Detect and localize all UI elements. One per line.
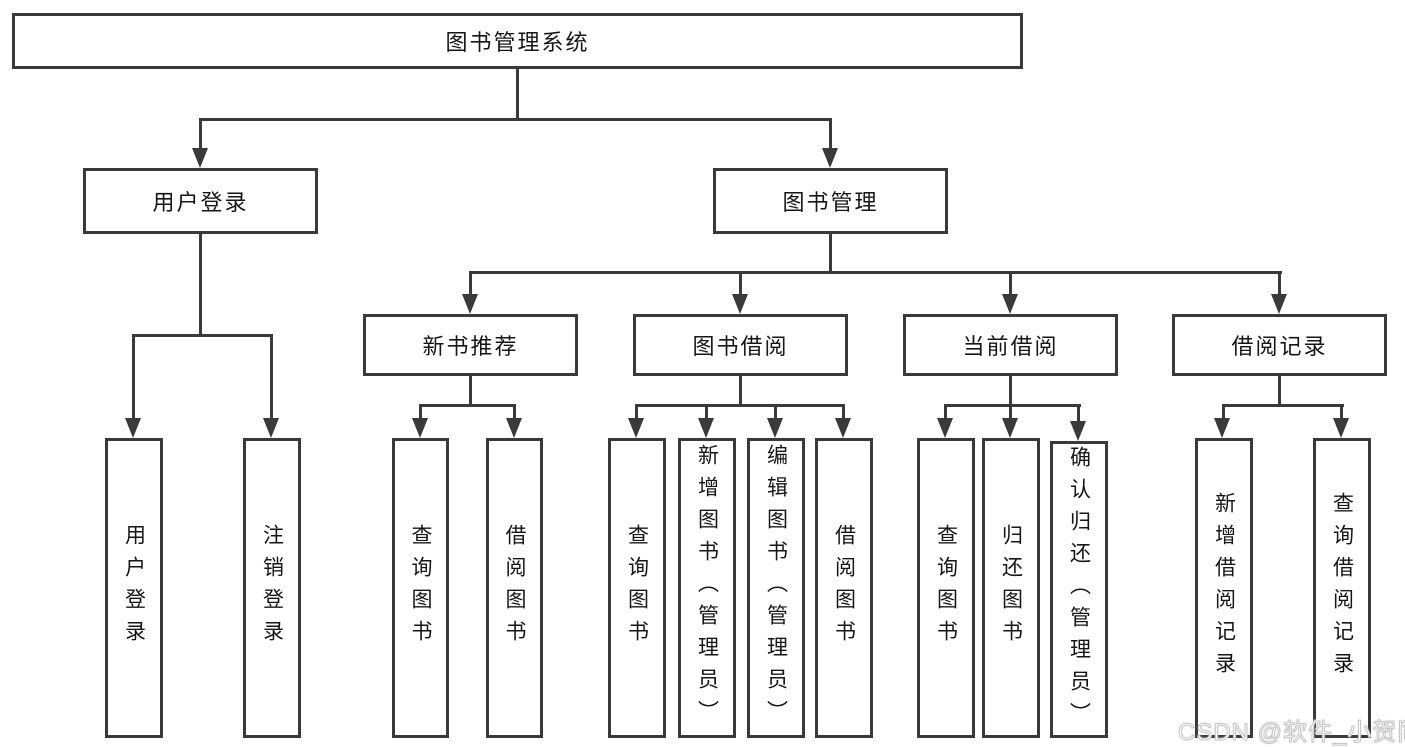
arrow-down-icon [767,418,783,438]
node-leaf-edit-books-admin: 编辑图书（管理员） [747,438,805,738]
arrow-down-icon [506,418,522,438]
connector-line [132,334,135,421]
node-leaf-query-books-borrow: 查询图书 [608,438,666,738]
connector-line [705,404,708,421]
arrow-down-icon [628,418,644,438]
leaf-label: 查询借阅记录 [1330,492,1354,684]
node-leaf-query-books-current: 查询图书 [917,438,975,738]
arrow-down-icon [1333,418,1349,438]
connector-line [1340,404,1343,421]
arrow-down-icon [937,418,953,438]
connector-line [270,334,273,421]
arrow-down-icon [462,294,478,314]
connector-line [419,404,516,407]
leaf-label: 归还图书 [999,524,1023,652]
leaf-label: 查询图书 [409,524,432,652]
node-leaf-return-books: 归还图书 [982,438,1040,738]
node-new-book-recommend: 新书推荐 [363,314,578,376]
csdn-watermark: CSDN @软件_小贺同学 [1177,719,1405,747]
arrow-down-icon [263,418,279,438]
node-leaf-confirm-return-admin: 确认归还（管理员） [1050,441,1108,738]
arrow-down-icon [192,148,208,168]
node-book-management: 图书管理 [713,168,948,234]
connector-line [944,404,1081,407]
node-leaf-query-borrow-record: 查询借阅记录 [1313,438,1371,738]
connector-line [199,118,832,121]
connector-line [513,404,516,421]
node-leaf-borrow-books-recommend: 借阅图书 [486,438,543,738]
arrow-down-icon [125,418,141,438]
node-leaf-add-borrow-record: 新增借阅记录 [1195,438,1253,738]
node-leaf-add-books-admin: 新增图书（管理员） [678,438,736,738]
leaf-label: 借阅图书 [503,524,526,652]
node-borrow-records: 借阅记录 [1172,314,1387,376]
node-current-borrow: 当前借阅 [903,314,1118,376]
connector-line [739,376,742,406]
connector-line [1009,376,1012,406]
connector-line [132,334,273,337]
connector-line [829,234,832,273]
connector-line [469,271,472,298]
leaf-label: 确认归还（管理员） [1067,445,1091,734]
connector-line [1222,404,1344,407]
connector-line [739,271,742,298]
leaf-label: 查询图书 [625,524,649,652]
leaf-label: 新增图书（管理员） [695,444,719,732]
connector-line [516,69,519,118]
connector-line [1278,376,1281,406]
node-leaf-logout: 注销登录 [243,438,301,738]
connector-line [1278,271,1281,298]
leaf-label: 查询图书 [934,524,958,652]
connector-line [469,271,1282,274]
node-root: 图书管理系统 [12,13,1023,69]
node-leaf-query-books-recommend: 查询图书 [392,438,449,738]
connector-line [774,404,777,421]
arrow-down-icon [1002,418,1018,438]
connector-line [1077,404,1080,421]
leaf-label: 用户登录 [122,524,146,652]
connector-line [419,404,422,421]
leaf-label: 借阅图书 [832,524,856,652]
arrow-down-icon [412,418,428,438]
node-leaf-borrow-books: 借阅图书 [815,438,873,738]
arrow-down-icon [835,418,851,438]
arrow-down-icon [1214,418,1230,438]
connector-line [1222,404,1225,421]
leaf-label: 编辑图书（管理员） [764,444,788,732]
arrow-down-icon [732,294,748,314]
leaf-label: 注销登录 [260,524,284,652]
connector-line [1009,404,1012,421]
arrow-down-icon [1002,294,1018,314]
connector-line [829,118,832,151]
connector-line [944,404,947,421]
arrow-down-icon [698,418,714,438]
arrow-down-icon [822,148,838,168]
connector-line [199,234,202,334]
leaf-label: 新增借阅记录 [1212,492,1236,684]
arrow-down-icon [1271,294,1287,314]
node-book-borrow: 图书借阅 [633,314,848,376]
node-user-login: 用户登录 [83,168,318,234]
connector-line [469,376,472,406]
arrow-down-icon [1070,421,1086,441]
connector-line [1009,271,1012,298]
connector-line [199,118,202,151]
node-leaf-user-login: 用户登录 [105,438,163,738]
connector-line [635,404,638,421]
connector-line [842,404,845,421]
connector-line [635,404,845,407]
